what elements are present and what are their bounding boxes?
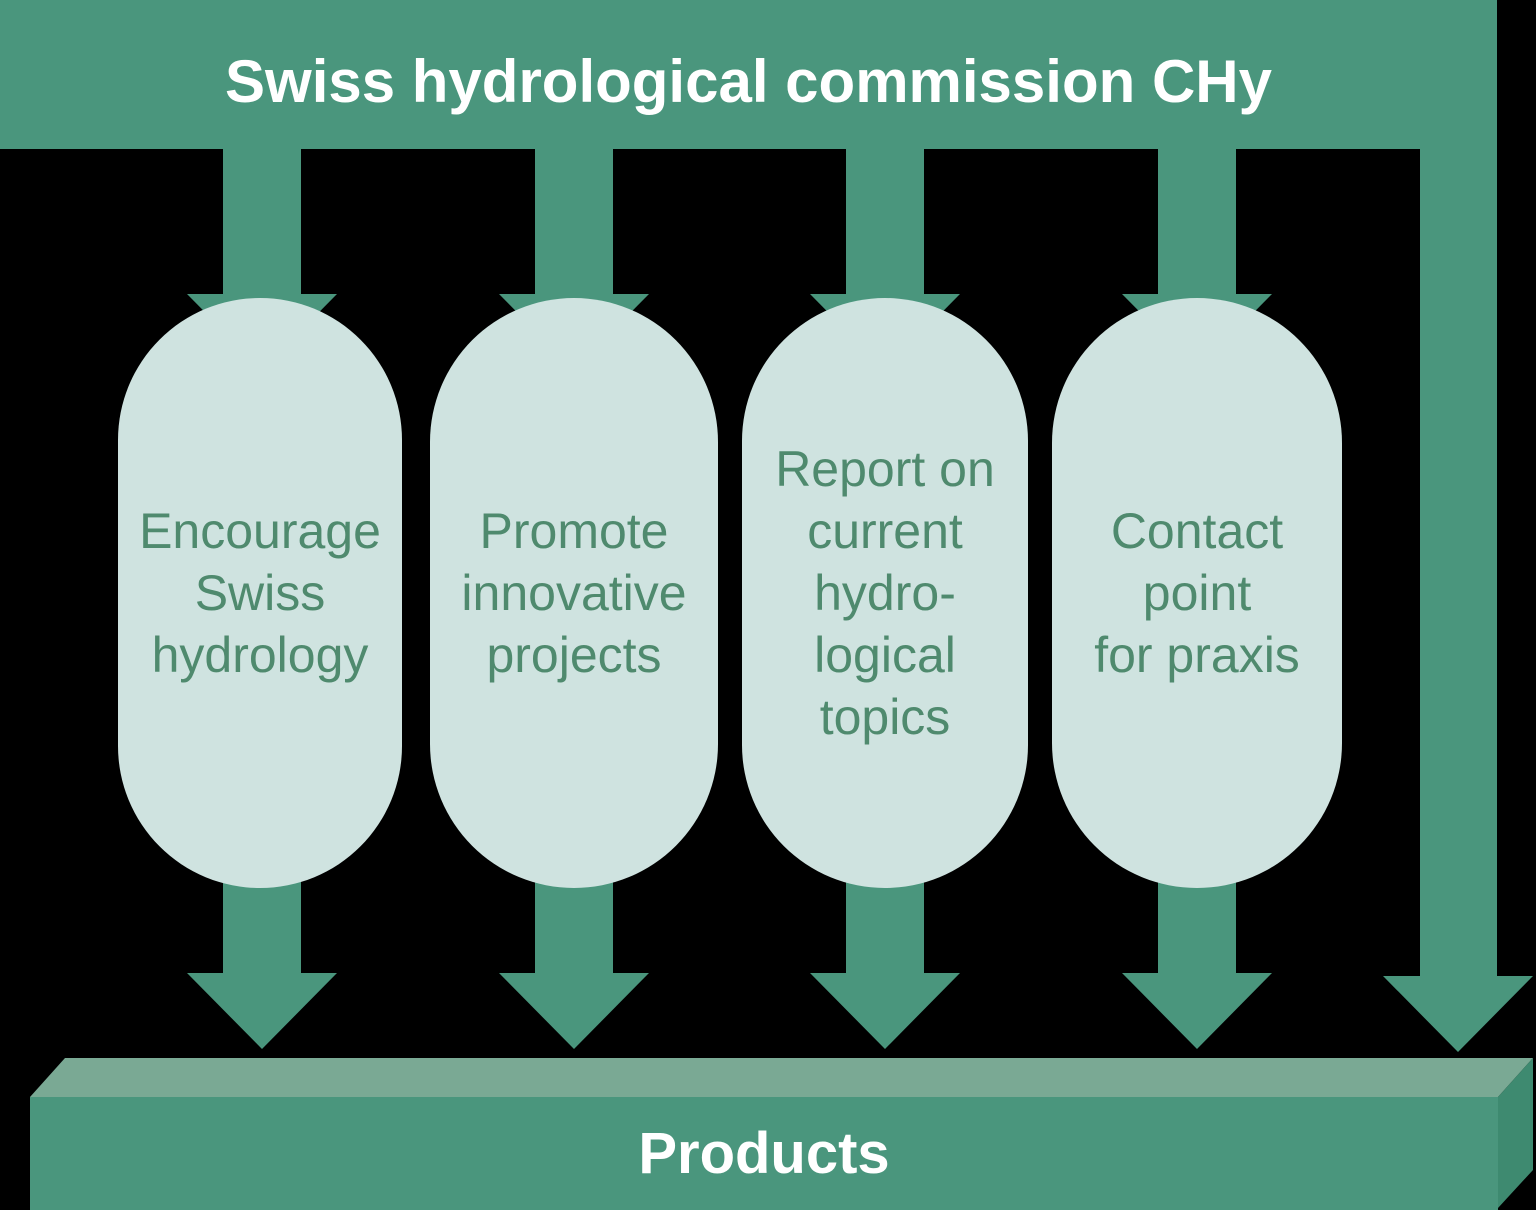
capsule-label: Encourage Swiss hydrology <box>139 503 381 683</box>
arrow-stem <box>1158 149 1236 295</box>
capsule-encourage-swiss-hydrology: Encourage Swiss hydrology <box>118 298 402 888</box>
products-bar-top-face <box>30 1058 1533 1097</box>
capsule-label: Contact point for praxis <box>1094 503 1300 683</box>
arrow-head <box>810 973 960 1049</box>
arrow-head <box>187 973 337 1049</box>
products-label: Products <box>638 1121 890 1186</box>
arrow-stem <box>846 149 924 295</box>
products-bar: Products <box>30 1097 1498 1210</box>
header-bar: Swiss hydrological commission CHy <box>0 0 1497 149</box>
arrow-head <box>1122 973 1272 1049</box>
arrow-head <box>1383 976 1533 1052</box>
capsule-contact-point-for-praxis: Contact point for praxis <box>1052 298 1342 888</box>
capsule-label: Report on current hydro- logical topics <box>775 441 995 745</box>
diagram-title: Swiss hydrological commission CHy <box>225 48 1272 115</box>
arrow-stem <box>535 149 613 295</box>
capsule-promote-innovative-projects: Promote innovative projects <box>430 298 718 888</box>
capsule-label: Promote innovative projects <box>461 503 687 683</box>
arrow-stem <box>1420 149 1497 978</box>
capsule-report-current-hydrological-topics: Report on current hydro- logical topics <box>742 298 1028 888</box>
arrow-stem <box>223 149 301 295</box>
arrow-head <box>499 973 649 1049</box>
